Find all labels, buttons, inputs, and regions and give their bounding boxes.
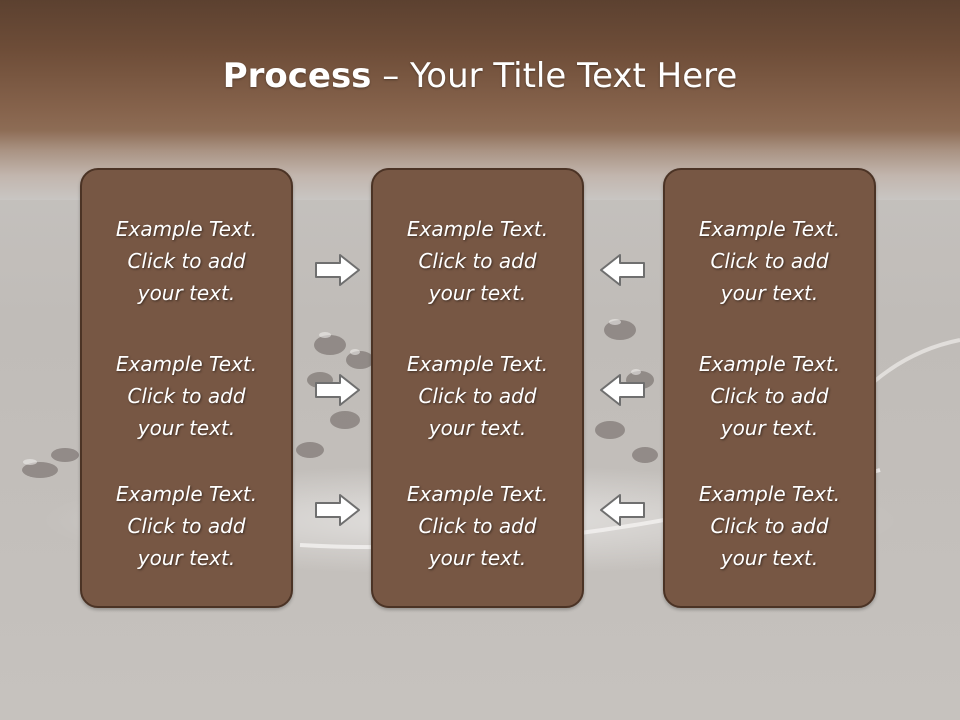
text-line: Click to add	[418, 384, 537, 408]
title-strong: Process	[222, 56, 372, 96]
text-placeholder[interactable]: Example Text. Click to add your text.	[82, 348, 291, 444]
text-line: Click to add	[418, 249, 537, 273]
text-line: your text.	[428, 546, 527, 570]
slide-title[interactable]: Process – Your Title Text Here	[0, 50, 960, 102]
text-line: your text.	[137, 546, 236, 570]
text-line: Click to add	[710, 249, 829, 273]
left-arrow-icon	[600, 494, 645, 526]
text-placeholder[interactable]: Example Text. Click to add your text.	[373, 213, 582, 309]
text-line: Example Text.	[698, 482, 841, 506]
text-line: your text.	[137, 416, 236, 440]
text-line: your text.	[720, 546, 819, 570]
text-placeholder[interactable]: Example Text. Click to add your text.	[82, 478, 291, 574]
panel-left: Example Text. Click to add your text. Ex…	[80, 168, 293, 608]
text-line: Example Text.	[406, 482, 549, 506]
text-placeholder[interactable]: Example Text. Click to add your text.	[373, 348, 582, 444]
text-line: Example Text.	[406, 352, 549, 376]
text-line: Example Text.	[698, 217, 841, 241]
text-placeholder[interactable]: Example Text. Click to add your text.	[665, 348, 874, 444]
text-placeholder[interactable]: Example Text. Click to add your text.	[82, 213, 291, 309]
text-line: Example Text.	[698, 352, 841, 376]
text-line: Example Text.	[406, 217, 549, 241]
text-line: your text.	[720, 281, 819, 305]
title-rest: – Your Title Text Here	[371, 56, 738, 96]
right-arrow-icon	[315, 254, 360, 286]
text-placeholder[interactable]: Example Text. Click to add your text.	[665, 213, 874, 309]
text-line: Click to add	[710, 384, 829, 408]
text-placeholder[interactable]: Example Text. Click to add your text.	[373, 478, 582, 574]
text-placeholder[interactable]: Example Text. Click to add your text.	[665, 478, 874, 574]
text-line: Click to add	[127, 384, 246, 408]
text-line: Click to add	[710, 514, 829, 538]
left-arrow-icon	[600, 254, 645, 286]
header-band	[0, 0, 960, 200]
panel-middle: Example Text. Click to add your text. Ex…	[371, 168, 584, 608]
text-line: Click to add	[127, 249, 246, 273]
text-line: Example Text.	[115, 217, 258, 241]
right-arrow-icon	[315, 494, 360, 526]
text-line: your text.	[720, 416, 819, 440]
left-arrow-icon	[600, 374, 645, 406]
text-line: your text.	[137, 281, 236, 305]
right-arrow-icon	[315, 374, 360, 406]
text-line: your text.	[428, 416, 527, 440]
text-line: Example Text.	[115, 352, 258, 376]
text-line: Click to add	[418, 514, 537, 538]
text-line: your text.	[428, 281, 527, 305]
text-line: Click to add	[127, 514, 246, 538]
text-line: Example Text.	[115, 482, 258, 506]
panel-right: Example Text. Click to add your text. Ex…	[663, 168, 876, 608]
